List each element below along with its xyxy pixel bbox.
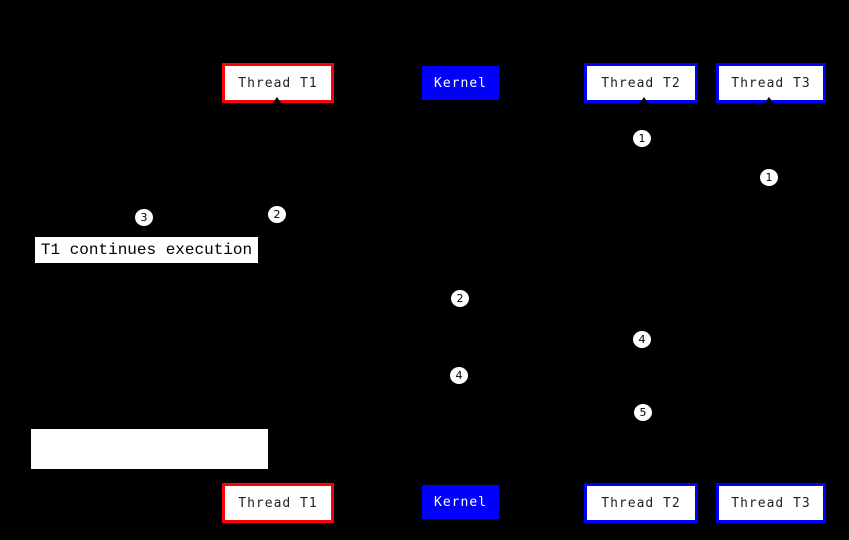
lifeline-notch-t1-top bbox=[272, 97, 282, 104]
actor-kernel-top: Kernel bbox=[422, 66, 499, 100]
lifeline-notch-t1-bottom bbox=[272, 476, 282, 483]
note-t1-continues-execution: T1 continues execution bbox=[35, 237, 258, 263]
actor-thread-t1-bottom: Thread T1 bbox=[222, 483, 334, 523]
step-circle-2-thread-t1: 2 bbox=[268, 206, 286, 223]
lifeline-notch-t3-bottom bbox=[765, 476, 775, 483]
actor-thread-t3-bottom: Thread T3 bbox=[716, 483, 826, 523]
actor-thread-t3-top: Thread T3 bbox=[716, 63, 826, 103]
actor-thread-t1-top: Thread T1 bbox=[222, 63, 334, 103]
lifeline-notch-t2-top bbox=[639, 97, 649, 104]
blank-label-panel bbox=[31, 429, 268, 469]
step-circle-2-kernel: 2 bbox=[451, 290, 469, 307]
lifeline-notch-t3-top bbox=[764, 97, 774, 104]
step-circle-1-thread-t3: 1 bbox=[760, 169, 778, 186]
actor-thread-t2-bottom: Thread T2 bbox=[584, 483, 698, 523]
step-circle-5-thread-t2: 5 bbox=[634, 404, 652, 421]
lifeline-notch-t2-bottom bbox=[635, 476, 645, 483]
step-circle-4-thread-t2: 4 bbox=[633, 331, 651, 348]
step-circle-4-kernel: 4 bbox=[450, 367, 468, 384]
step-circle-1-thread-t2: 1 bbox=[633, 130, 651, 147]
step-circle-3: 3 bbox=[135, 209, 153, 226]
actor-kernel-bottom: Kernel bbox=[422, 485, 499, 519]
